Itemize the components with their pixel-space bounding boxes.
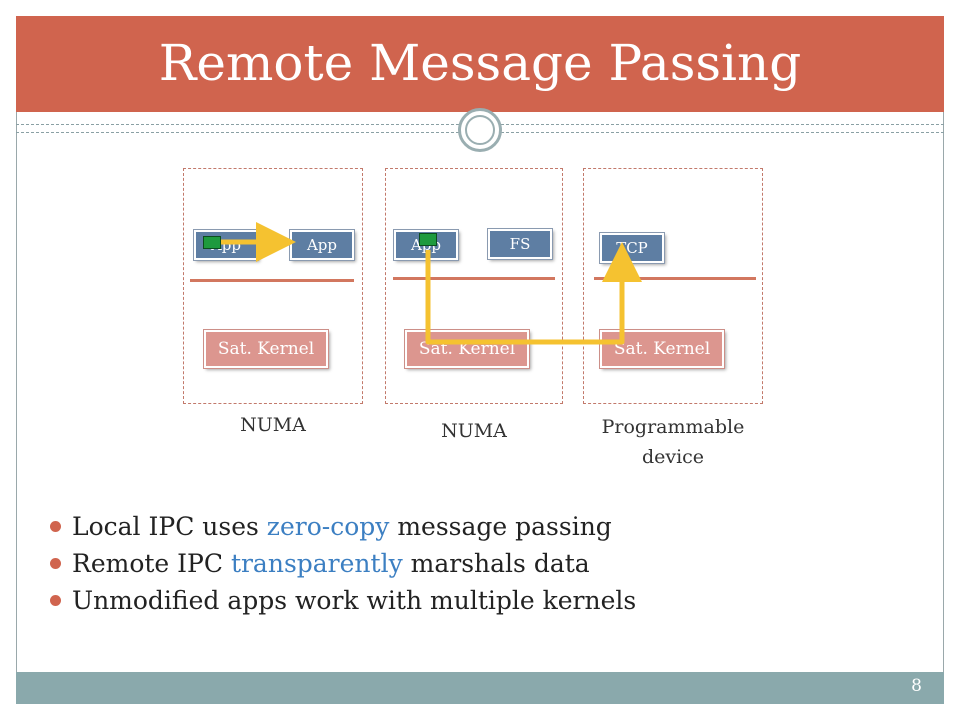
page-number: 8 — [911, 676, 922, 696]
local-message-icon — [203, 236, 221, 249]
bullet-item: Unmodified apps work with multiple kerne… — [48, 582, 636, 619]
node-1-kernel: Sat. Kernel — [203, 329, 329, 369]
highlight-zero-copy: zero-copy — [266, 512, 390, 541]
header-circle-ornament — [458, 108, 502, 152]
slide-title: Remote Message Passing — [158, 34, 802, 92]
node-2-divider — [393, 277, 555, 280]
title-bar — [16, 16, 944, 112]
node-numa-2 — [385, 168, 563, 404]
node-1-divider — [190, 279, 354, 282]
node-2-caption: NUMA — [441, 420, 507, 442]
remote-message-icon — [419, 233, 437, 246]
bullet-item: Local IPC uses zero-copy message passing — [48, 508, 636, 545]
node-1-caption: NUMA — [240, 414, 306, 436]
node-2-fs-chip: FS — [487, 228, 553, 260]
bullet-list: Local IPC uses zero-copy message passing… — [48, 508, 636, 619]
node-1-app-chip-2: App — [289, 229, 355, 261]
footer-bar: 8 — [16, 672, 944, 704]
node-numa-1 — [183, 168, 363, 404]
bullet-item: Remote IPC transparently marshals data — [48, 545, 636, 582]
node-3-divider — [594, 277, 756, 280]
node-programmable-device — [583, 168, 763, 404]
remote-ipc-arrow — [425, 242, 642, 345]
highlight-transparently: transparently — [230, 549, 403, 578]
node-3-caption: Programmable device — [601, 416, 745, 468]
